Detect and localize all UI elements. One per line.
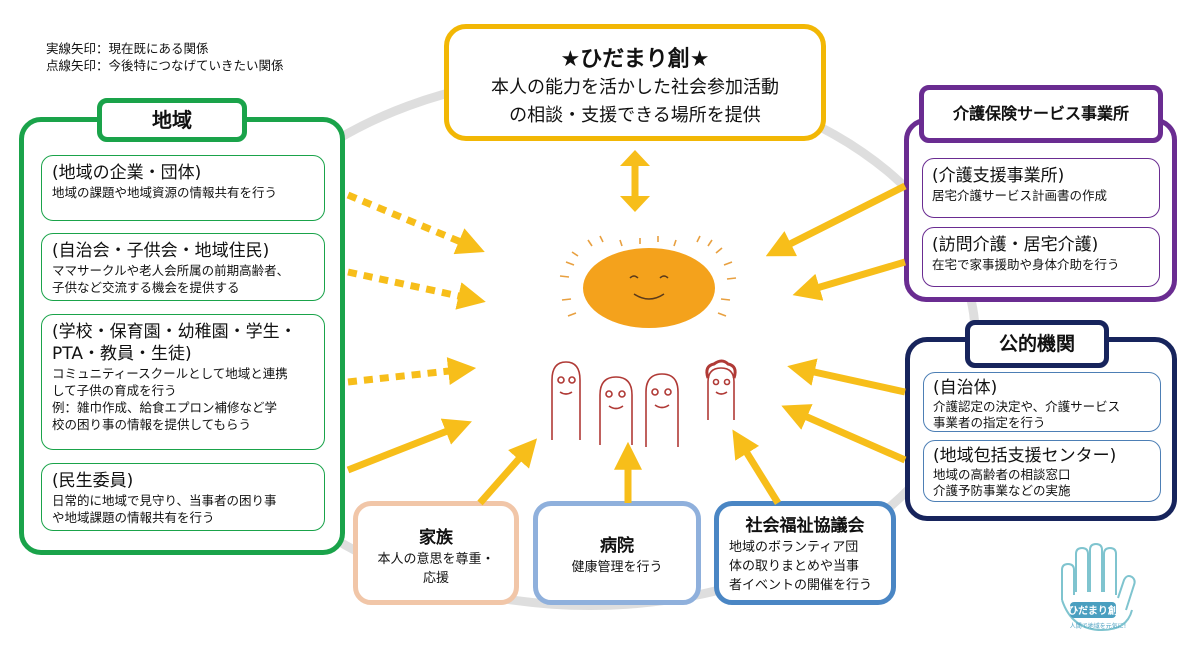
- social-welfare-council-text: 者イベントの開催を行う: [729, 578, 873, 593]
- care-providers-title: 介護保険サービス事業所: [919, 85, 1163, 143]
- item-text: 子供など交流する機会を提供する: [52, 280, 240, 295]
- solid-arrow-support-office: [765, 182, 907, 257]
- item-heading: (自治会・子供会・地域住民): [52, 241, 270, 261]
- item-text: 地域の高齢者の相談窓口: [933, 467, 1071, 482]
- item-heading: (訪問介護・居宅介護): [932, 235, 1099, 255]
- logo-tagline: 人間で地域を元気に!: [1070, 622, 1126, 630]
- region-item-minsei: (民生委員) 日常的に地域で見守り、当事者の困り事 や地域課題の情報共有を行う: [41, 463, 325, 531]
- item-text: 介護認定の決定や、介護サービス: [933, 399, 1121, 414]
- social-welfare-council-text: 体の取りまとめや当事: [729, 559, 860, 574]
- solid-arrow-home-visit: [792, 258, 906, 301]
- region-item-residents: (自治会・子供会・地域住民) ママサークルや老人会所属の前期高齢者、 子供など交…: [41, 233, 325, 301]
- item-text: 在宅で家事援助や身体介助を行う: [932, 257, 1120, 272]
- item-text: 居宅介護サービス計画書の作成: [932, 188, 1108, 203]
- item-text: して子供の育成を行う: [52, 383, 177, 398]
- solid-arrow-family: [477, 438, 538, 506]
- public-agencies-title: 公的機関: [965, 320, 1109, 368]
- family-box: 家族 本人の意思を尊重・ 応援: [353, 501, 519, 605]
- item-text: 日常的に地域で見守り、当事者の困り事: [52, 493, 277, 508]
- family-title: 家族: [419, 528, 453, 548]
- center-title: ★ひだまり創★: [560, 47, 710, 72]
- social-welfare-council-title: 社会福祉協議会: [745, 516, 865, 536]
- dotted-arrow-residents: [347, 268, 486, 310]
- legend-dotted: 点線矢印：今後特につなげていきたい関係: [46, 58, 284, 73]
- family-text: 応援: [422, 571, 449, 586]
- dotted-arrow-companies: [346, 191, 485, 255]
- item-text: 事業者の指定を行う: [933, 415, 1046, 430]
- region-item-schools: (学校・保育園・幼稚園・学生・ PTA・教員・生徒) コミュニティースクールとし…: [41, 314, 325, 450]
- item-text: 地域の課題や地域資源の情報共有を行う: [52, 185, 278, 200]
- item-text: 例：雑巾作成、給食エプロン補修など学: [52, 400, 278, 415]
- item-heading: (地域の企業・団体): [52, 163, 202, 183]
- logo-text: ひだまり創: [1068, 604, 1118, 617]
- hospital-title: 病院: [600, 536, 634, 556]
- hidamari-logo: ひだまり創 人間で地域を元気に!: [1061, 542, 1136, 632]
- solid-arrow-shakyo: [732, 429, 781, 505]
- region-item-companies: (地域の企業・団体) 地域の課題や地域資源の情報共有を行う: [41, 155, 325, 221]
- item-text: ママサークルや老人会所属の前期高齢者、: [52, 263, 290, 278]
- item-heading: (民生委員): [52, 471, 134, 491]
- hidamari-center-box: ★ひだまり創★ 本人の能力を活かした社会参加活動 の相談・支援できる場所を提供: [444, 24, 826, 141]
- solid-arrow-municipality: [787, 358, 906, 396]
- item-text: や地域課題の情報共有を行う: [52, 510, 215, 525]
- dotted-arrow-schools: [347, 357, 477, 386]
- care-item-home-visit: (訪問介護・居宅介護) 在宅で家事援助や身体介助を行う: [922, 227, 1160, 287]
- item-heading: (自治体): [933, 378, 998, 398]
- item-text: コミュニティースクールとして地域と連携: [52, 366, 288, 381]
- item-heading: (介護支援事業所): [932, 166, 1065, 186]
- public-item-support-center: (地域包括支援センター) 地域の高齢者の相談窓口 介護予防事業などの実施: [923, 440, 1161, 502]
- people-faces-illustration: [551, 359, 737, 447]
- hospital-text: 健康管理を行う: [571, 560, 663, 575]
- solid-arrow-support-center: [781, 404, 907, 464]
- legend: 実線矢印：現在既にある関係 点線矢印：今後特につなげていきたい関係: [46, 40, 284, 74]
- public-item-municipality: (自治体) 介護認定の決定や、介護サービス 事業者の指定を行う: [923, 372, 1161, 432]
- center-line-1: 本人の能力を活かした社会参加活動: [491, 77, 779, 98]
- double-arrow-center: [620, 150, 650, 212]
- care-item-support-office: (介護支援事業所) 居宅介護サービス計画書の作成: [922, 158, 1160, 218]
- hospital-box: 病院 健康管理を行う: [533, 501, 701, 605]
- social-welfare-council-box: 社会福祉協議会 地域のボランティア団 体の取りまとめや当事 者イベントの開催を行…: [714, 501, 896, 605]
- item-text: 介護予防事業などの実施: [933, 483, 1071, 498]
- social-welfare-council-text: 地域のボランティア団: [729, 540, 859, 555]
- solid-arrow-minsei: [346, 418, 472, 474]
- item-text: 校の困り事の情報を提供してもらう: [52, 417, 252, 432]
- family-text: 本人の意思を尊重・: [377, 552, 495, 567]
- item-heading: (地域包括支援センター): [933, 446, 1117, 466]
- center-line-2: の相談・支援できる場所を提供: [509, 105, 761, 126]
- region-title: 地域: [97, 98, 247, 142]
- legend-solid: 実線矢印：現在既にある関係: [46, 41, 209, 56]
- item-heading: (学校・保育園・幼稚園・学生・: [52, 322, 297, 342]
- item-heading-2: PTA・教員・生徒): [52, 344, 192, 364]
- sun-icon: [559, 235, 737, 328]
